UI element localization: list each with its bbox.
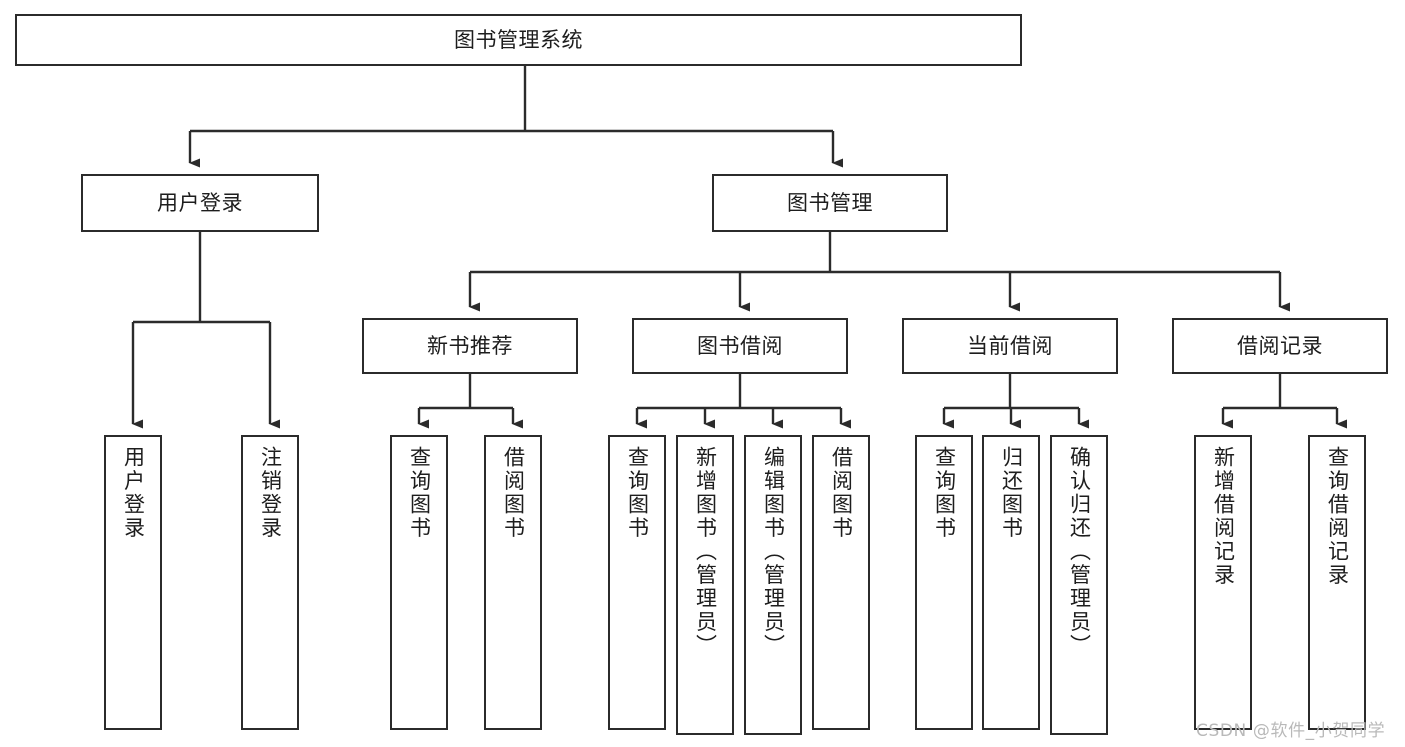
leaf-add-borrow-record[interactable]: 新增借阅记录 <box>1194 435 1252 730</box>
leaf-query-book-newbook[interactable]: 查询图书 <box>390 435 448 730</box>
leaf-borrow-book-newbook[interactable]: 借阅图书 <box>484 435 542 730</box>
leaf-confirm-return-admin[interactable]: 确认归还（管理员） <box>1050 435 1108 735</box>
leaf-query-book-newbook-label: 查询图书 <box>407 446 432 540</box>
leaf-borrow-book-newbook-label: 借阅图书 <box>501 446 526 540</box>
node-user-login-label: 用户登录 <box>157 190 243 215</box>
node-root-label: 图书管理系统 <box>454 27 583 52</box>
node-borrow-record-label: 借阅记录 <box>1237 333 1323 358</box>
leaf-query-book-current[interactable]: 查询图书 <box>915 435 973 730</box>
leaf-return-book-label: 归还图书 <box>999 446 1024 540</box>
node-book-management[interactable]: 图书管理 <box>712 174 948 232</box>
leaf-add-book-admin-label: 新增图书（管理员） <box>693 446 718 658</box>
node-user-login[interactable]: 用户登录 <box>81 174 319 232</box>
leaf-add-borrow-record-label: 新增借阅记录 <box>1211 446 1236 587</box>
leaf-borrow-book[interactable]: 借阅图书 <box>812 435 870 730</box>
node-new-book-recommend[interactable]: 新书推荐 <box>362 318 578 374</box>
leaf-query-borrow-record[interactable]: 查询借阅记录 <box>1308 435 1366 730</box>
leaf-borrow-book-label: 借阅图书 <box>829 446 854 540</box>
leaf-query-book-current-label: 查询图书 <box>932 446 957 540</box>
node-book-borrow[interactable]: 图书借阅 <box>632 318 848 374</box>
leaf-query-borrow-record-label: 查询借阅记录 <box>1325 446 1350 587</box>
node-current-borrow[interactable]: 当前借阅 <box>902 318 1118 374</box>
node-root[interactable]: 图书管理系统 <box>15 14 1022 66</box>
node-book-borrow-label: 图书借阅 <box>697 333 783 358</box>
leaf-edit-book-admin-label: 编辑图书（管理员） <box>761 446 786 658</box>
leaf-query-book-borrow[interactable]: 查询图书 <box>608 435 666 730</box>
node-current-borrow-label: 当前借阅 <box>967 333 1053 358</box>
leaf-logout[interactable]: 注销登录 <box>241 435 299 730</box>
leaf-user-login-label: 用户登录 <box>121 446 146 540</box>
leaf-confirm-return-admin-label: 确认归还（管理员） <box>1067 446 1092 658</box>
node-borrow-record[interactable]: 借阅记录 <box>1172 318 1388 374</box>
leaf-edit-book-admin[interactable]: 编辑图书（管理员） <box>744 435 802 735</box>
leaf-add-book-admin[interactable]: 新增图书（管理员） <box>676 435 734 735</box>
node-new-book-recommend-label: 新书推荐 <box>427 333 513 358</box>
csdn-watermark: CSDN @软件_小贺同学 <box>1196 721 1386 741</box>
leaf-query-book-borrow-label: 查询图书 <box>625 446 650 540</box>
leaf-return-book[interactable]: 归还图书 <box>982 435 1040 730</box>
leaf-logout-label: 注销登录 <box>258 446 283 540</box>
node-book-management-label: 图书管理 <box>787 190 873 215</box>
leaf-user-login[interactable]: 用户登录 <box>104 435 162 730</box>
